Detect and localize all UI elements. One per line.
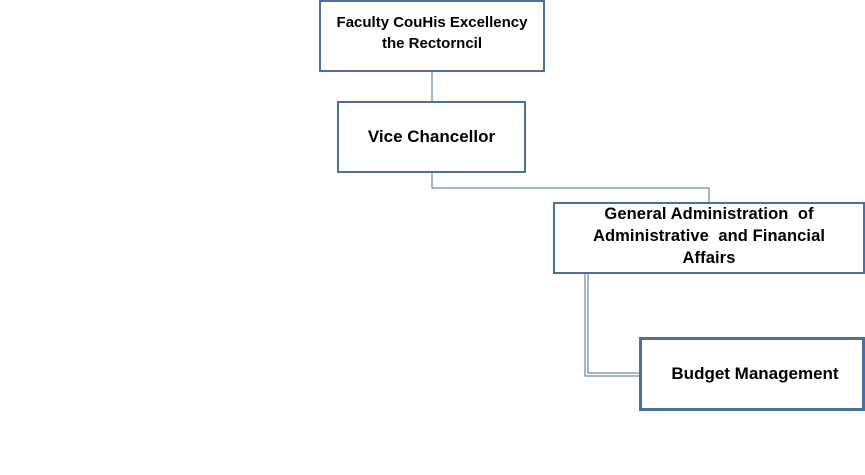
general-administration-line-3: Affairs — [682, 249, 736, 267]
general-administration-box: General Administration of Administrative… — [553, 202, 865, 274]
general-administration-line-2: Administrative and Financial — [592, 227, 826, 245]
rector-council-line-1: Faculty CouHis Excellency — [336, 14, 528, 31]
rector-council-label: Faculty CouHis Excellency the Rectorncil — [337, 12, 528, 54]
general-administration-line-1: General Administration of — [604, 205, 814, 223]
budget-management-label: Budget Management — [671, 364, 839, 383]
budget-management-box: Budget Management — [639, 337, 865, 411]
vice-chancellor-box: Vice Chancellor — [337, 101, 526, 173]
general-administration-label: General Administration of Administrative… — [593, 203, 825, 269]
rector-council-box: Faculty CouHis Excellency the Rectorncil — [319, 0, 545, 72]
connector-general-admin-to-budget — [584, 274, 639, 377]
connector-general-admin-to-budget-inner — [587, 274, 639, 374]
rector-council-line-2: the Rectorncil — [381, 35, 483, 52]
connector-vc-to-general-admin — [431, 173, 710, 202]
vice-chancellor-label: Vice Chancellor — [367, 127, 496, 146]
